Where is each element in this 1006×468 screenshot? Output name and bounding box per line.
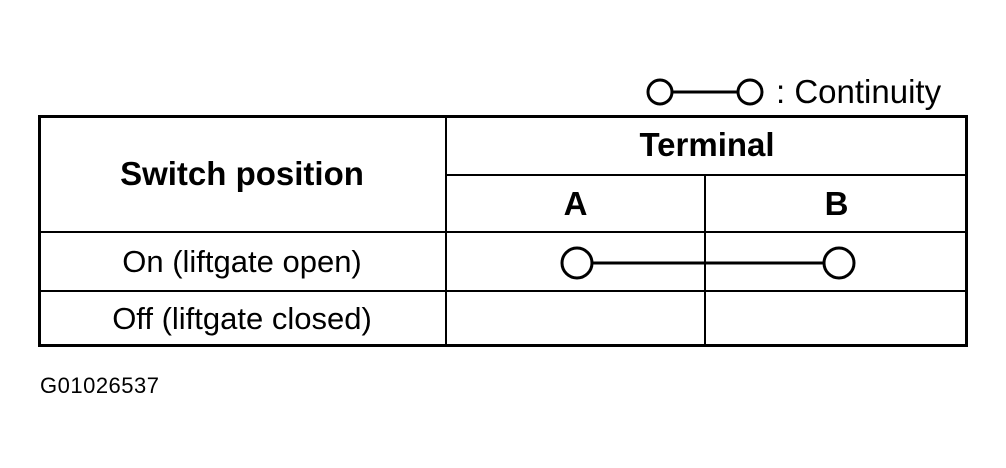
row-off-position: Off (liftgate closed) xyxy=(112,301,372,336)
table-grid xyxy=(38,115,968,347)
switch-position-header: Switch position xyxy=(120,154,364,192)
figure-code: G01026537 xyxy=(40,373,160,398)
continuity-table: Switch position Terminal A B On (liftgat… xyxy=(38,115,968,347)
row-on-position: On (liftgate open) xyxy=(122,243,362,279)
terminal-b-header: B xyxy=(824,184,849,222)
continuity-symbol-icon xyxy=(646,78,764,106)
terminal-a-header: A xyxy=(563,184,588,222)
terminal-header: Terminal xyxy=(639,126,775,163)
continuity-a-b-icon xyxy=(560,246,856,280)
legend-label: : Continuity xyxy=(776,73,942,110)
continuity-legend: : Continuity xyxy=(642,72,941,112)
